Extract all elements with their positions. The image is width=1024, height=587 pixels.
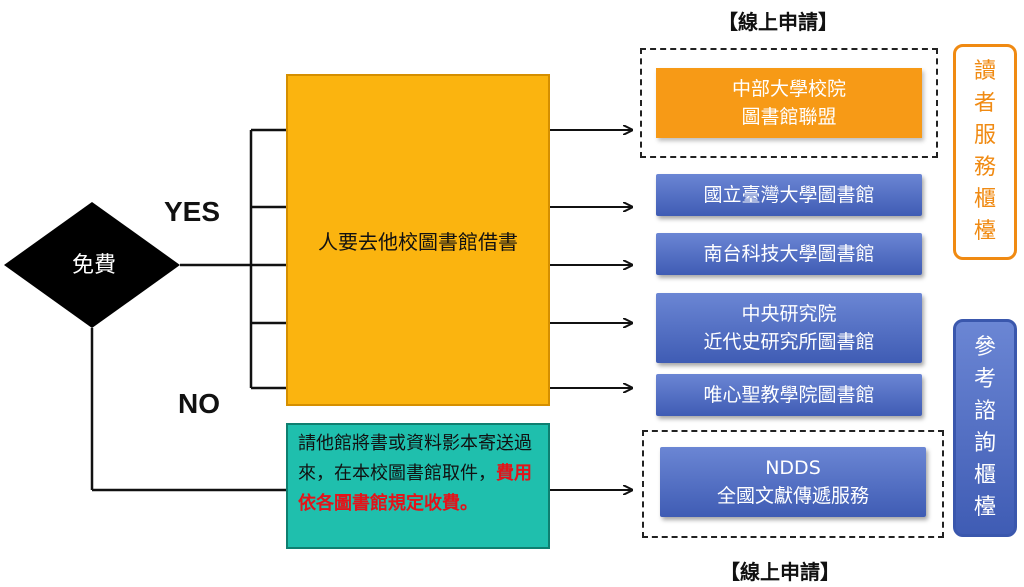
ndds-service[interactable]: NDDS 全國文獻傳遞服務 <box>660 447 926 517</box>
vertical-char: 服 <box>973 123 996 148</box>
ndds-dashed-frame <box>642 430 944 538</box>
vertical-char: 務 <box>973 155 996 180</box>
library-weishin[interactable]: 唯心聖教學院圖書館 <box>656 374 922 416</box>
yes-action-box: 人要去他校圖書館借書 <box>286 74 550 406</box>
no-label: NO <box>178 388 220 419</box>
decision-diamond <box>4 202 180 328</box>
library-name-line1: 中部大學校院 <box>731 78 846 100</box>
decision-label: 免費 <box>71 253 116 278</box>
consortium-dashed-frame <box>640 48 938 158</box>
vertical-char: 詢 <box>973 431 996 456</box>
no-action-box: 請他館將書或資料影本寄送過來，在本校圖書館取件，費用依各圖書館規定收費。 <box>286 423 550 549</box>
no-action-text: 請他館將書或資料影本寄送過來，在本校圖書館取件， <box>298 433 532 484</box>
vertical-char: 諮 <box>973 399 996 424</box>
yes-label: YES <box>164 196 221 227</box>
library-name-line1: 唯心聖教學院圖書館 <box>703 384 875 406</box>
library-name-line1: 中央研究院 <box>741 303 837 325</box>
yes-action-text: 人要去他校圖書館借書 <box>318 229 518 254</box>
vertical-char: 參 <box>973 335 996 360</box>
library-sinica-mh[interactable]: 中央研究院 近代史研究所圖書館 <box>656 293 922 363</box>
vertical-char: 檯 <box>973 495 996 520</box>
fee-note-text: 費用依各圖書館規定收費。 <box>298 463 532 514</box>
reference-text: 參考諮詢櫃檯 <box>974 332 996 524</box>
library-ntu[interactable]: 國立臺灣大學圖書館 <box>656 174 922 216</box>
ndds-title: NDDS <box>765 457 821 479</box>
library-name-line1: 南台科技大學圖書館 <box>703 243 875 265</box>
reader-service-text: 讀者服務櫃檯 <box>974 56 996 248</box>
online-application-label-bottom: 【線上申請】 <box>720 560 840 584</box>
reader-service-counter: 讀者服務櫃檯 <box>953 44 1017 260</box>
vertical-char: 讀 <box>973 59 996 84</box>
library-consortium[interactable]: 中部大學校院 圖書館聯盟 <box>656 68 922 138</box>
library-name-line1: 國立臺灣大學圖書館 <box>703 184 875 206</box>
vertical-char: 考 <box>973 367 996 392</box>
online-application-label-top: 【線上申請】 <box>718 10 838 34</box>
ndds-subtitle: 全國文獻傳遞服務 <box>716 485 869 507</box>
reference-counter: 參考諮詢櫃檯 <box>953 319 1017 537</box>
vertical-char: 檯 <box>973 219 996 244</box>
library-name-line2: 近代史研究所圖書館 <box>703 331 875 353</box>
library-stust[interactable]: 南台科技大學圖書館 <box>656 233 922 275</box>
vertical-char: 者 <box>973 91 996 116</box>
vertical-char: 櫃 <box>973 187 996 212</box>
library-name-line2: 圖書館聯盟 <box>741 106 837 128</box>
vertical-char: 櫃 <box>973 463 996 488</box>
